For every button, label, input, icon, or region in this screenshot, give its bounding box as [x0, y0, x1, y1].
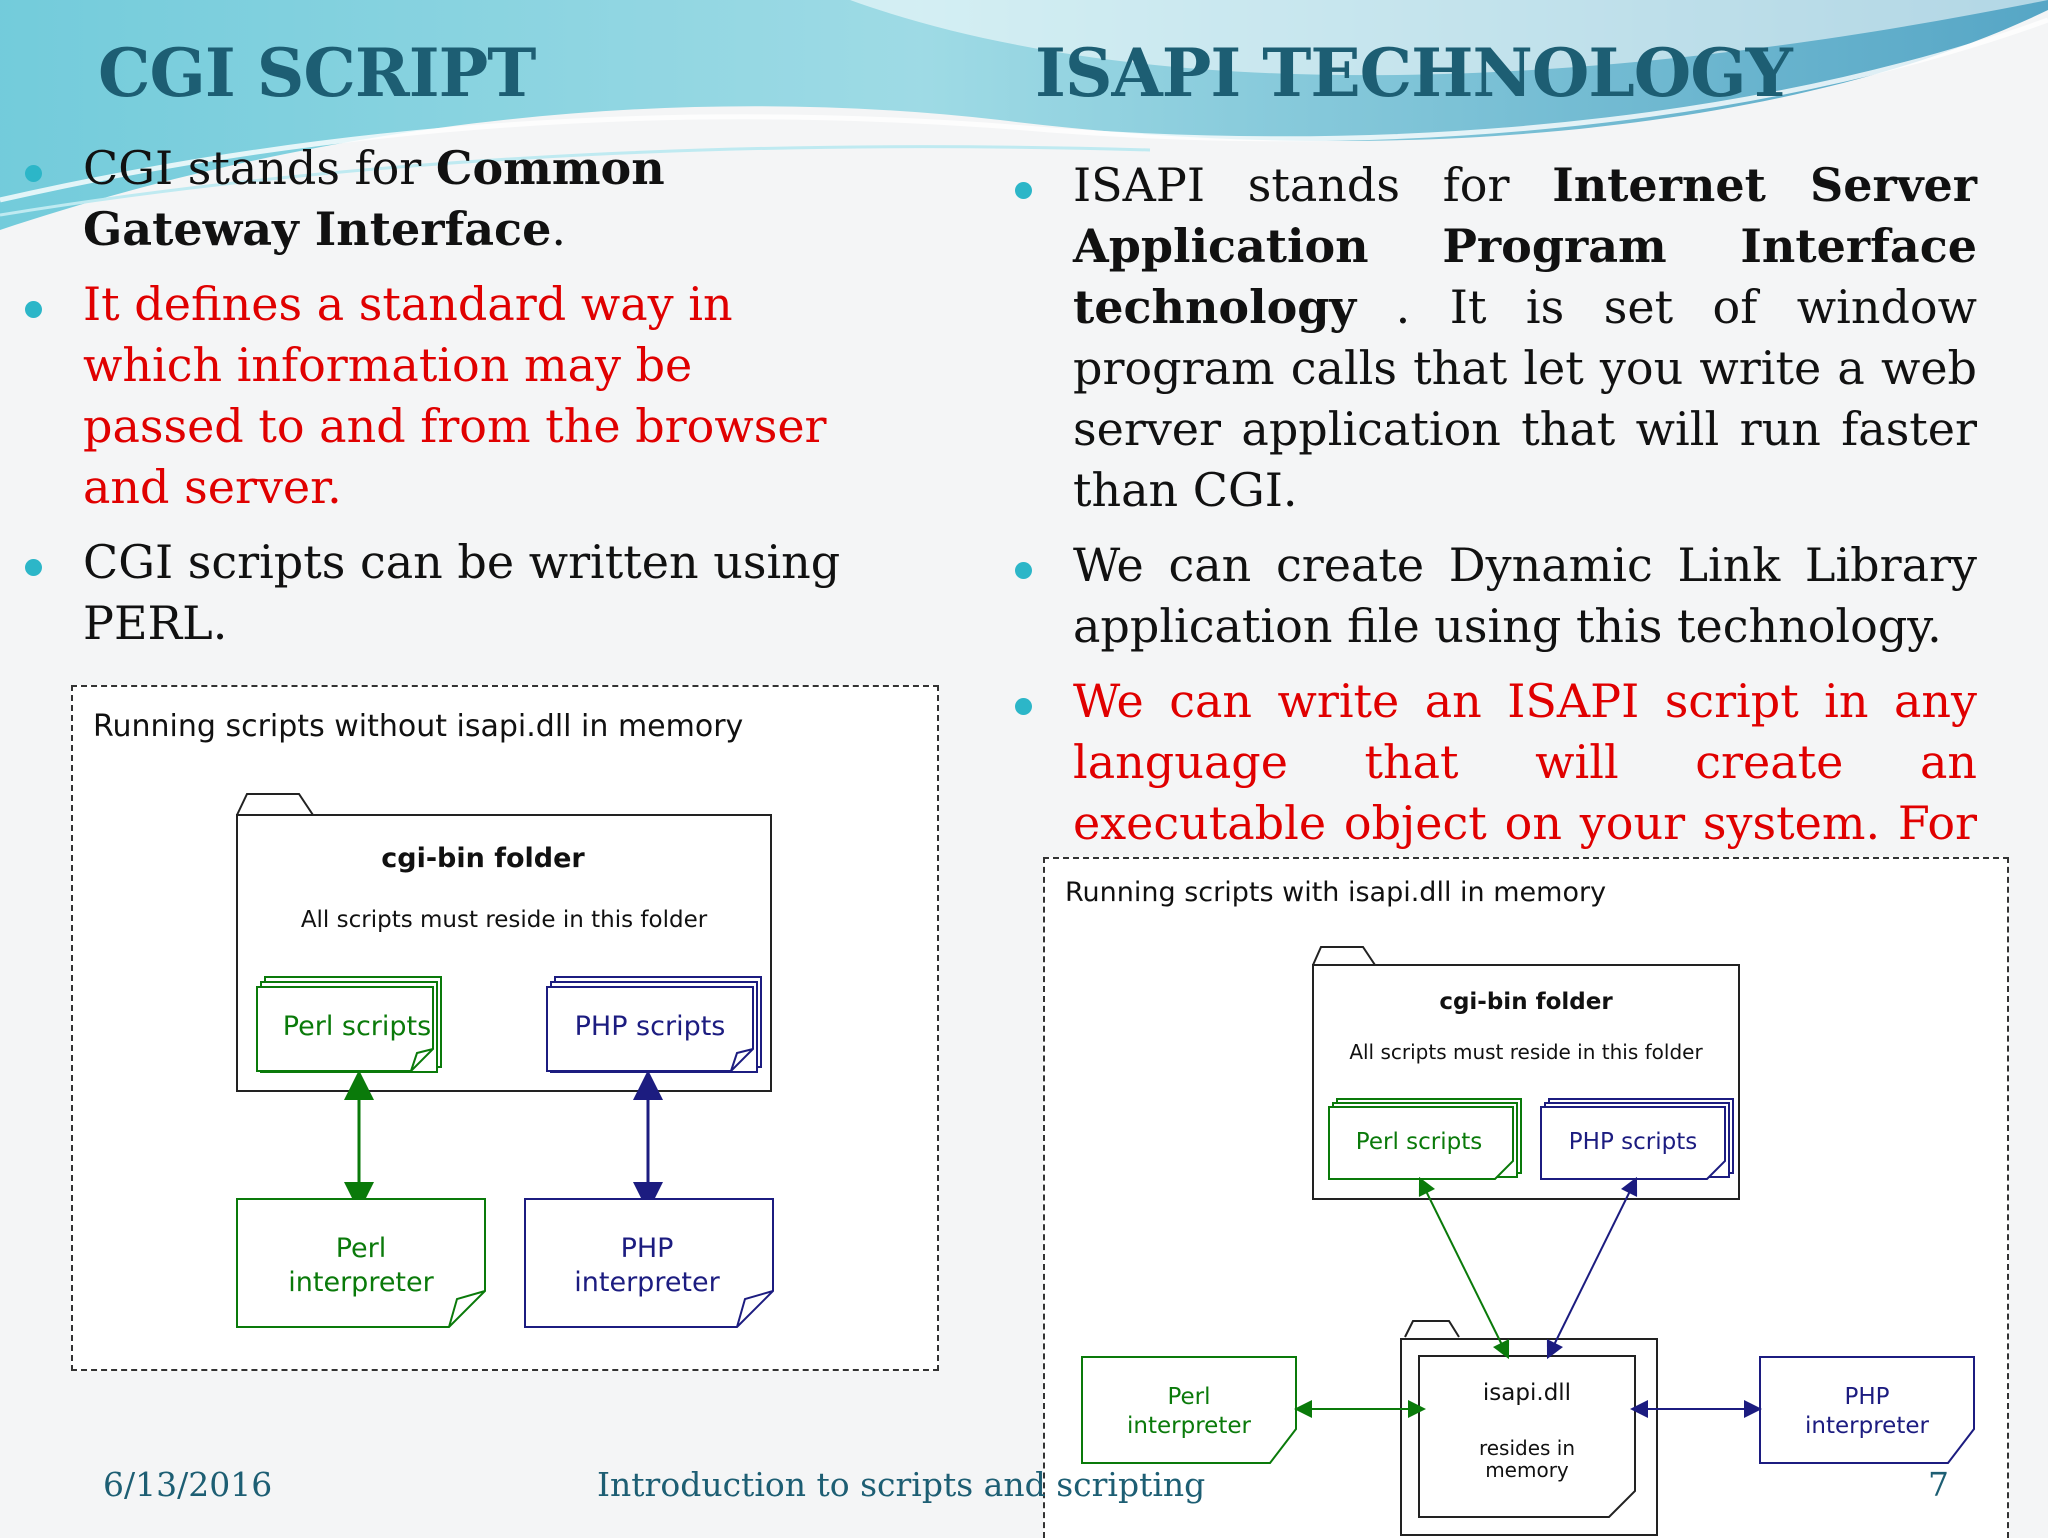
- bullet-bold-text: Common Gateway Interface: [83, 141, 665, 256]
- bullet-dot-icon: [1015, 182, 1032, 199]
- isapi-dll-note2: memory: [1485, 1458, 1569, 1482]
- isapi-bullet-2: We can create Dynamic Link Library appli…: [1015, 535, 1977, 657]
- bullet-dot-icon: [25, 301, 42, 318]
- isapi-dll-note1: resides in: [1479, 1436, 1575, 1460]
- diagram-without-isapi: Running scripts without isapi.dll in mem…: [71, 685, 939, 1371]
- php-scripts-doc: [546, 986, 754, 1072]
- perl-interpreter-line2: interpreter: [288, 1267, 434, 1298]
- isapi-dll-title: isapi.dll: [1483, 1380, 1571, 1406]
- perl-scripts-doc: [1328, 1106, 1514, 1180]
- folder-note: All scripts must reside in this folder: [301, 907, 708, 933]
- perl-to-isapi-arrow: [1418, 1176, 1510, 1360]
- folder-title: cgi-bin folder: [1439, 989, 1613, 1015]
- bullet-text: It defines a standard way in which infor…: [83, 277, 827, 514]
- bullet-text: We can create Dynamic Link Library appli…: [1073, 538, 1977, 653]
- bullet-dot-icon: [25, 165, 42, 182]
- diagram-title: Running scripts with isapi.dll in memory: [1065, 877, 1607, 908]
- bullet-text: CGI scripts can be written using PERL.: [83, 535, 841, 650]
- php-interpreter-line1: PHP: [621, 1233, 674, 1264]
- folder-tab: [236, 793, 314, 816]
- diagram-with-isapi: Running scripts with isapi.dll in memory…: [1043, 857, 2009, 1538]
- perl-scripts-label: Perl scripts: [283, 1011, 431, 1042]
- cgi-bullet-3: CGI scripts can be written using PERL.: [25, 532, 863, 654]
- php-interpreter-doc: [524, 1198, 774, 1328]
- header-swoosh: [0, 0, 2048, 230]
- perl-interpreter-doc: [236, 1198, 486, 1328]
- php-to-isapi-arrow: [1546, 1176, 1638, 1360]
- php-scripts-label: PHP scripts: [575, 1011, 726, 1042]
- footer-date: 6/13/2016: [103, 1465, 273, 1504]
- cgi-bullet-list: CGI stands for Common Gateway Interface.…: [25, 138, 863, 668]
- diagram-title: Running scripts without isapi.dll in mem…: [93, 709, 744, 744]
- bullet-text: CGI stands for: [83, 141, 436, 195]
- perl-scripts-label: Perl scripts: [1356, 1129, 1482, 1155]
- bullet-dot-icon: [1015, 562, 1032, 579]
- diagram-left-graphic: cgi-bin folder All scripts must reside i…: [236, 793, 774, 1328]
- perl-interpreter-line2: interpreter: [1127, 1413, 1251, 1439]
- bullet-dot-icon: [25, 559, 42, 576]
- bullet-text: ISAPI stands for: [1073, 158, 1553, 212]
- php-scripts-doc: [1540, 1106, 1726, 1180]
- php-interpreter-line2: interpreter: [1805, 1413, 1929, 1439]
- slide-number: 7: [1928, 1465, 1949, 1504]
- php-interpreter-doc: [1759, 1356, 1975, 1464]
- folder-title: cgi-bin folder: [381, 843, 585, 874]
- perl-interpreter-doc: [1081, 1356, 1297, 1464]
- footer-center-text: Introduction to scripts and scripting: [597, 1465, 1206, 1504]
- left-title: CGI SCRIPT: [98, 34, 536, 112]
- perl-interpreter-line1: Perl: [1167, 1384, 1210, 1410]
- bullet-text: . It is set of window program calls that…: [1073, 280, 1977, 517]
- perl-scripts-doc: [256, 986, 434, 1072]
- bullet-bold-text: Internet Server Application Program Inte…: [1073, 158, 1977, 334]
- isapi-bullet-1: ISAPI stands for Internet Server Applica…: [1015, 155, 1977, 521]
- php-interpreter-line1: PHP: [1844, 1384, 1889, 1410]
- php-scripts-label: PHP scripts: [1569, 1129, 1697, 1155]
- diagram-right-graphic: cgi-bin folder All scripts must reside i…: [1081, 946, 1975, 1536]
- bullet-dot-icon: [1015, 698, 1032, 715]
- perl-interpreter-line1: Perl: [336, 1233, 387, 1264]
- cgi-bullet-1: CGI stands for Common Gateway Interface.: [25, 138, 863, 260]
- right-title: ISAPI TECHNOLOGY: [1035, 34, 1793, 112]
- cgi-bullet-2: It defines a standard way in which infor…: [25, 274, 863, 518]
- php-interpreter-line2: interpreter: [574, 1267, 720, 1298]
- bullet-text: .: [551, 202, 566, 256]
- folder-note: All scripts must reside in this folder: [1349, 1040, 1703, 1064]
